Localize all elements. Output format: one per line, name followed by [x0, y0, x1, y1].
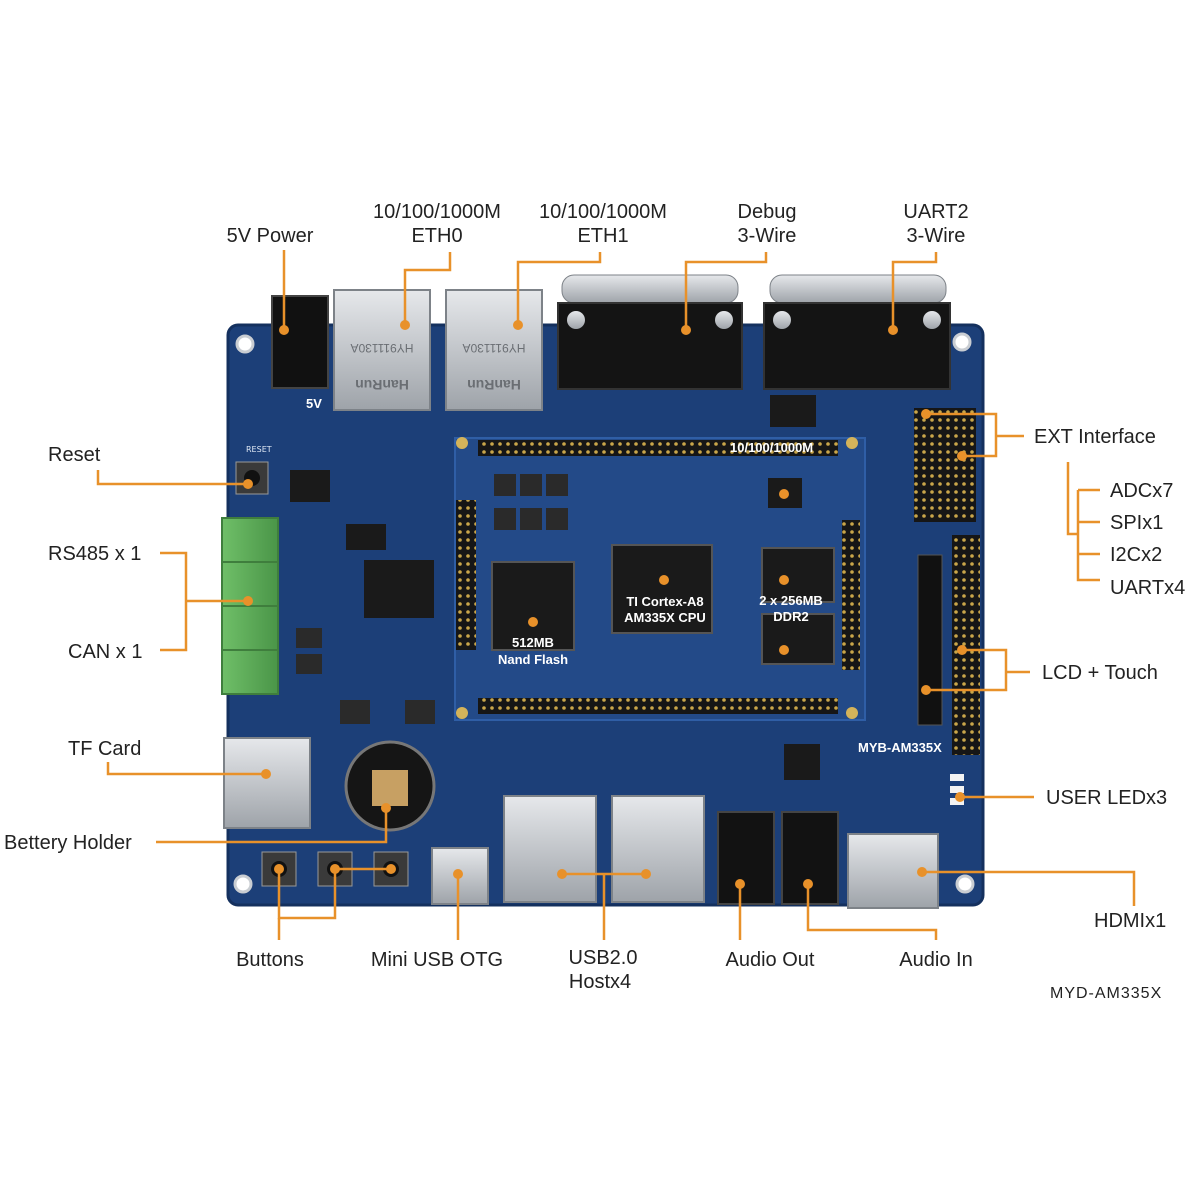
label-lcd-touch: LCD + Touch — [1042, 662, 1158, 684]
label-usb-1: USB2.0 — [569, 947, 638, 969]
ddr-chip-2 — [761, 613, 835, 665]
debug-db9 — [557, 274, 743, 390]
model-name: MYD-AM335X — [1050, 985, 1162, 1002]
touch-connector — [952, 535, 980, 755]
ddr-label-2: DDR2 — [773, 609, 808, 624]
ddr-label-1: 2 x 256MB — [759, 593, 823, 608]
label-usb-2: Hostx4 — [569, 971, 631, 993]
label-rs485: RS485 x 1 — [48, 543, 141, 565]
label-power: 5V Power — [227, 225, 314, 247]
silk-board: MYB-AM335X — [858, 740, 942, 755]
cpu-chip — [611, 544, 713, 634]
eth0-jack: HanRun HY911130A — [333, 289, 431, 411]
label-mini-usb: Mini USB OTG — [371, 949, 503, 971]
header-left — [456, 500, 476, 650]
ddr-chip-1 — [761, 547, 835, 603]
label-uart: UARTx4 — [1110, 577, 1185, 599]
audio-out-jack — [717, 811, 775, 905]
header-bottom — [478, 698, 838, 714]
label-eth0-name: ETH0 — [411, 225, 462, 247]
chip-dots — [528, 489, 789, 655]
leader-lines — [96, 250, 1136, 940]
nand-label-2: Nand Flash — [498, 652, 568, 667]
silk-5v: 5V — [306, 396, 322, 411]
label-spi: SPIx1 — [1110, 512, 1163, 534]
label-buttons: Buttons — [236, 949, 304, 971]
chip-labels: 512MB Nand Flash TI Cortex-A8 AM335X CPU… — [246, 396, 942, 755]
cpu-label-2: AM335X CPU — [624, 610, 706, 625]
svg-text:HY911130A: HY911130A — [351, 341, 414, 355]
svg-text:HY911130A: HY911130A — [463, 341, 526, 355]
label-debug-2: 3-Wire — [738, 225, 797, 247]
uart2-db9 — [763, 274, 951, 390]
eth1-jack: HanRun HY911130A — [445, 289, 543, 411]
usb-host-2 — [611, 795, 705, 903]
label-adc: ADCx7 — [1110, 480, 1173, 502]
label-audio-out: Audio Out — [726, 949, 815, 971]
label-hdmi: HDMIx1 — [1094, 910, 1166, 932]
label-uart2-1: UART2 — [903, 201, 968, 223]
label-reset: Reset — [48, 444, 101, 466]
label-audio-in: Audio In — [899, 949, 972, 971]
power-jack — [271, 295, 329, 389]
label-eth1-name: ETH1 — [577, 225, 628, 247]
label-uart2-2: 3-Wire — [907, 225, 966, 247]
label-ext-interface: EXT Interface — [1034, 426, 1156, 448]
label-user-led: USER LEDx3 — [1046, 787, 1167, 809]
header-top — [478, 440, 838, 456]
mounting-holes — [233, 332, 975, 894]
ext-header — [914, 408, 976, 522]
silk-reset: RESET — [246, 445, 272, 454]
nand-chip — [491, 561, 575, 651]
user-leds — [950, 774, 964, 805]
labels: 5V Power 10/100/1000M ETH0 10/100/1000M … — [4, 201, 1185, 1002]
cpu-label-1: TI Cortex-A8 — [626, 594, 703, 609]
label-tf-card: TF Card — [68, 738, 141, 760]
label-eth0-speed: 10/100/1000M — [373, 201, 501, 223]
audio-in-jack — [781, 811, 839, 905]
lcd-connector — [917, 554, 943, 726]
usb-host-1 — [503, 795, 597, 903]
silk-header: 10/100/1000M — [730, 440, 813, 455]
nand-label-1: 512MB — [512, 635, 554, 650]
label-eth1-speed: 10/100/1000M — [539, 201, 667, 223]
tf-card-slot — [223, 737, 311, 829]
svg-text:HanRun: HanRun — [467, 377, 521, 393]
header-right — [842, 520, 860, 670]
svg-text:HanRun: HanRun — [355, 377, 409, 393]
label-can: CAN x 1 — [68, 641, 142, 663]
label-debug-1: Debug — [738, 201, 797, 223]
label-i2c: I2Cx2 — [1110, 544, 1162, 566]
label-battery: Bettery Holder — [4, 832, 132, 854]
